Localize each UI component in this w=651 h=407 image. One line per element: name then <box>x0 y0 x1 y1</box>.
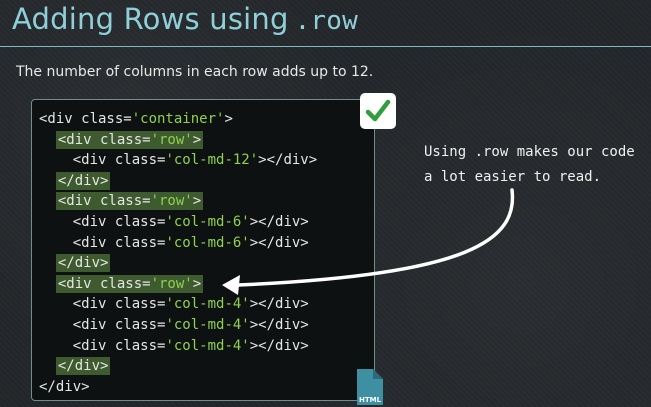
code-line: </div> <box>55 356 111 376</box>
code-tag-end: > <box>224 111 233 127</box>
code-string: 'col-md-6' <box>165 214 250 230</box>
code-tag-end: > <box>192 131 202 148</box>
code-string: 'container' <box>131 111 225 127</box>
annotation-line-1: Using .row makes our code <box>424 144 635 160</box>
code-line: </div> <box>55 171 111 191</box>
code-tag: <div class= <box>57 275 151 292</box>
subtitle: The number of columns in each row adds u… <box>16 64 374 80</box>
code-tag-end: ></div> <box>249 337 309 354</box>
code-tag: </div> <box>57 358 109 375</box>
code-tag: </div> <box>57 255 109 272</box>
code-tag: </div> <box>57 172 109 189</box>
code-line-text: <div class='col-md-12'></div> <box>73 152 317 168</box>
code-string: 'row' <box>150 193 193 210</box>
code-line-text: <div class='col-md-6'></div> <box>73 235 309 251</box>
code-tag: <div class= <box>72 152 166 169</box>
code-line-text: <div class='container'> <box>39 111 233 127</box>
code-tag-end: ></div> <box>249 296 309 313</box>
code-tag: <div class= <box>72 296 166 313</box>
code-line-highlight: </div> <box>55 254 111 273</box>
code-line-text: <div class='col-md-4'></div> <box>73 317 309 333</box>
code-line: <div class='col-md-4'></div> <box>73 315 309 335</box>
code-line: </div> <box>39 377 90 397</box>
html-file-icon: HTML <box>355 369 383 405</box>
code-tag-end: ></div> <box>249 214 309 230</box>
code-line: <div class='col-md-12'></div> <box>73 150 317 170</box>
code-line-text: <div class='col-md-6'></div> <box>73 214 309 230</box>
code-line: <div class='row'> <box>55 274 204 294</box>
title-code-word: .row <box>294 6 358 36</box>
code-line-highlight: <div class='row'> <box>55 274 204 293</box>
code-line: <div class='row'> <box>55 130 204 150</box>
code-tag: <div class= <box>57 131 151 148</box>
code-string: 'col-md-12' <box>165 152 259 169</box>
code-string: 'col-md-6' <box>165 234 250 251</box>
checkmark-icon <box>360 93 396 129</box>
code-tag-end: ></div> <box>258 152 318 169</box>
code-line: <div class='col-md-6'></div> <box>73 212 309 232</box>
title-divider <box>0 46 651 47</box>
code-line-text: <div class='col-md-4'></div> <box>73 338 309 354</box>
code-line-highlight: </div> <box>55 171 111 190</box>
title-text: Adding Rows using <box>12 2 289 36</box>
code-tag: <div class= <box>39 111 132 127</box>
code-line: <div class='row'> <box>55 191 204 211</box>
code-line-text: </div> <box>39 379 90 395</box>
code-string: 'col-md-4' <box>165 296 250 313</box>
code-tag: </div> <box>39 378 90 395</box>
code-tag-end: > <box>192 193 202 210</box>
code-tag: <div class= <box>57 193 151 210</box>
code-string: 'col-md-4' <box>165 337 250 354</box>
code-line: </div> <box>55 253 111 273</box>
code-panel: <div class='container'><div class='row'>… <box>31 99 375 401</box>
code-line: <div class='col-md-4'></div> <box>73 336 309 356</box>
code-tag: <div class= <box>72 214 166 230</box>
code-tag: <div class= <box>72 234 166 251</box>
slide-title: Adding Rows using.row <box>12 2 358 36</box>
annotation-note: Using .row makes our code a lot easier t… <box>424 140 635 190</box>
code-string: 'row' <box>150 275 193 292</box>
code-line: <div class='container'> <box>39 109 233 129</box>
code-tag-end: ></div> <box>249 234 309 251</box>
code-line-highlight: </div> <box>55 357 111 376</box>
code-string: 'col-md-4' <box>165 317 250 333</box>
code-tag-end: ></div> <box>249 317 309 333</box>
code-tag: <div class= <box>72 337 166 354</box>
code-line: <div class='col-md-4'></div> <box>73 294 309 314</box>
annotation-line-2: a lot easier to read. <box>424 169 602 185</box>
code-line: <div class='col-md-6'></div> <box>73 233 309 253</box>
file-badge-label: HTML <box>359 396 382 404</box>
code-tag: <div class= <box>72 317 166 333</box>
code-line-text: <div class='col-md-4'></div> <box>73 296 309 312</box>
code-tag-end: > <box>192 275 202 292</box>
code-line-highlight: <div class='row'> <box>55 192 204 211</box>
code-string: 'row' <box>150 131 193 148</box>
code-line-highlight: <div class='row'> <box>55 130 204 149</box>
